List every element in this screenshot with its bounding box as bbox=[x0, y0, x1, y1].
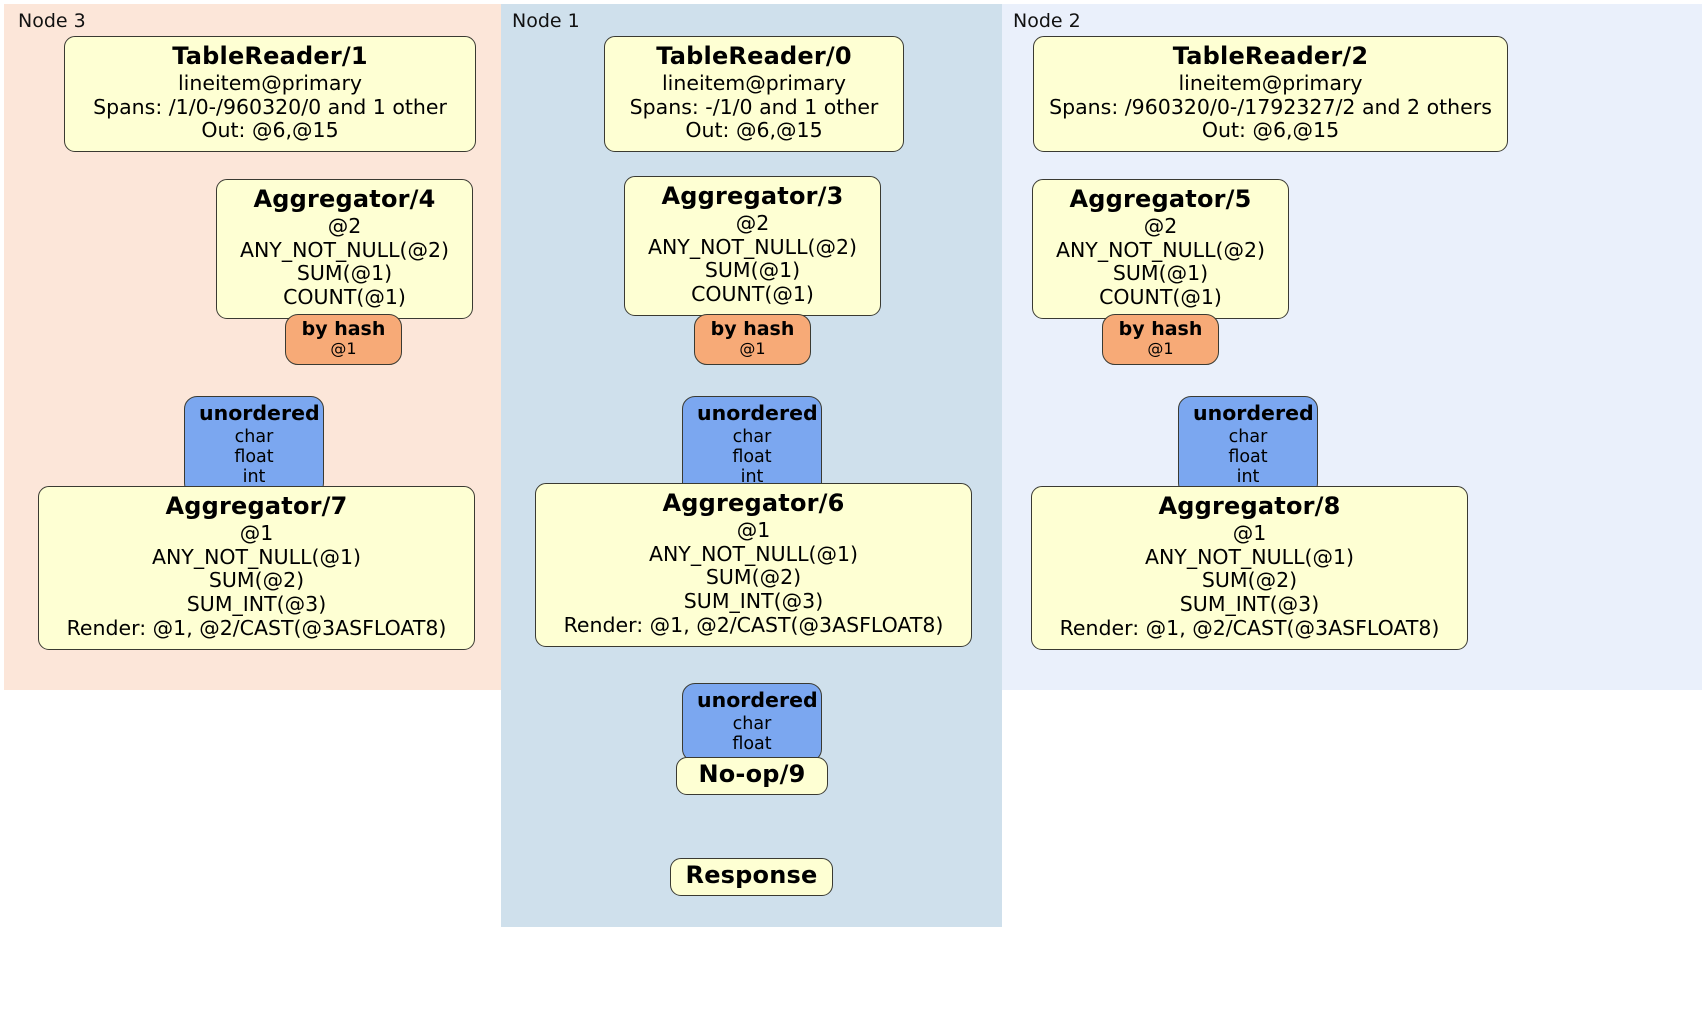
processor-title: TableReader/2 bbox=[1172, 42, 1369, 70]
processor-aggregator-3[interactable]: Aggregator/3 @2 ANY_NOT_NULL(@2) SUM(@1)… bbox=[624, 176, 881, 316]
processor-title: No-op/9 bbox=[698, 760, 806, 788]
inbox-line: float bbox=[732, 734, 772, 755]
inbox-line: char bbox=[732, 713, 772, 734]
processor-aggregator-5[interactable]: Aggregator/5 @2 ANY_NOT_NULL(@2) SUM(@1)… bbox=[1032, 179, 1289, 319]
node-panel-label-node1: Node 1 bbox=[512, 10, 580, 32]
processor-line: Render: @1, @2/CAST(@3ASFLOAT8) bbox=[1059, 615, 1440, 640]
processor-title: Aggregator/6 bbox=[662, 489, 845, 517]
inbox-unordered-node3[interactable]: unordered char float int bbox=[184, 396, 324, 496]
processor-line: @1 bbox=[736, 517, 771, 542]
processor-no-op-9[interactable]: No-op/9 bbox=[676, 757, 828, 795]
processor-title: Aggregator/3 bbox=[661, 182, 844, 210]
processor-line: @1 bbox=[1232, 520, 1267, 545]
processor-line: Render: @1, @2/CAST(@3ASFLOAT8) bbox=[66, 615, 447, 640]
inbox-line: int bbox=[242, 467, 266, 488]
inbox-line: float bbox=[732, 447, 772, 468]
processor-line: COUNT(@1) bbox=[283, 285, 406, 310]
router-line: @1 bbox=[739, 339, 766, 359]
processor-line: lineitem@primary bbox=[177, 70, 363, 95]
processor-table-reader-2[interactable]: TableReader/2 lineitem@primary Spans: /9… bbox=[1033, 36, 1508, 153]
processor-line: ANY_NOT_NULL(@2) bbox=[647, 234, 858, 259]
processor-line: Spans: /960320/0-/1792327/2 and 2 others bbox=[1049, 94, 1492, 119]
inbox-line: float bbox=[1228, 447, 1268, 468]
processor-line: @2 bbox=[1143, 213, 1178, 238]
router-title: by hash bbox=[301, 318, 386, 340]
inbox-title: unordered bbox=[697, 401, 818, 425]
processor-line: Out: @6,@15 bbox=[685, 118, 823, 143]
processor-line: ANY_NOT_NULL(@1) bbox=[648, 541, 859, 566]
processor-line: Out: @6,@15 bbox=[201, 118, 339, 143]
router-title: by hash bbox=[1118, 318, 1203, 340]
inbox-line: int bbox=[1236, 467, 1260, 488]
processor-title: Aggregator/7 bbox=[165, 492, 348, 520]
processor-table-reader-0[interactable]: TableReader/0 lineitem@primary Spans: -/… bbox=[604, 36, 904, 153]
processor-line: SUM(@1) bbox=[704, 258, 801, 283]
inbox-title: unordered bbox=[1193, 401, 1314, 425]
processor-line: lineitem@primary bbox=[1178, 70, 1363, 95]
processor-line: Spans: -/1/0 and 1 other bbox=[629, 94, 879, 119]
processor-line: SUM_INT(@3) bbox=[186, 592, 327, 617]
processor-title: Response bbox=[685, 861, 818, 889]
processor-line: Spans: /1/0-/960320/0 and 1 other bbox=[93, 94, 447, 119]
processor-line: ANY_NOT_NULL(@1) bbox=[1144, 544, 1355, 569]
processor-line: COUNT(@1) bbox=[1099, 285, 1222, 310]
processor-line: lineitem@primary bbox=[661, 70, 847, 95]
processor-line: @2 bbox=[735, 210, 770, 235]
processor-title: TableReader/0 bbox=[656, 42, 852, 70]
processor-aggregator-7[interactable]: Aggregator/7 @1 ANY_NOT_NULL(@1) SUM(@2)… bbox=[38, 486, 475, 650]
processor-line: SUM_INT(@3) bbox=[683, 589, 824, 614]
processor-title: TableReader/1 bbox=[172, 42, 368, 70]
processor-line: @2 bbox=[327, 213, 362, 238]
processor-line: Render: @1, @2/CAST(@3ASFLOAT8) bbox=[563, 612, 944, 637]
processor-aggregator-8[interactable]: Aggregator/8 @1 ANY_NOT_NULL(@1) SUM(@2)… bbox=[1031, 486, 1468, 650]
processor-title: Aggregator/8 bbox=[1158, 492, 1341, 520]
inbox-line: char bbox=[234, 426, 274, 447]
inbox-line: char bbox=[1228, 426, 1268, 447]
processor-line: COUNT(@1) bbox=[691, 282, 814, 307]
processor-response[interactable]: Response bbox=[670, 858, 833, 896]
processor-line: ANY_NOT_NULL(@2) bbox=[239, 237, 450, 262]
router-line: @1 bbox=[1147, 339, 1174, 359]
node-panel-label-node3: Node 3 bbox=[18, 10, 86, 32]
inbox-unordered-node1[interactable]: unordered char float int bbox=[682, 396, 822, 496]
processor-line: SUM(@1) bbox=[1112, 261, 1209, 286]
processor-line: ANY_NOT_NULL(@1) bbox=[151, 544, 362, 569]
processor-title: Aggregator/5 bbox=[1069, 185, 1252, 213]
router-by-hash-node1[interactable]: by hash @1 bbox=[694, 314, 811, 365]
processor-line: SUM(@2) bbox=[1201, 568, 1298, 593]
inbox-title: unordered bbox=[199, 401, 320, 425]
router-by-hash-node3[interactable]: by hash @1 bbox=[285, 314, 402, 365]
processor-line: SUM(@2) bbox=[208, 568, 305, 593]
processor-aggregator-6[interactable]: Aggregator/6 @1 ANY_NOT_NULL(@1) SUM(@2)… bbox=[535, 483, 972, 647]
inbox-line: float bbox=[234, 447, 274, 468]
processor-line: @1 bbox=[239, 520, 274, 545]
inbox-unordered-final[interactable]: unordered char float bbox=[682, 683, 822, 763]
node-panel-label-node2: Node 2 bbox=[1013, 10, 1081, 32]
inbox-title: unordered bbox=[697, 688, 818, 712]
router-line: @1 bbox=[330, 339, 357, 359]
router-title: by hash bbox=[710, 318, 795, 340]
inbox-line: int bbox=[740, 467, 764, 488]
processor-line: SUM(@1) bbox=[296, 261, 393, 286]
inbox-line: char bbox=[732, 426, 772, 447]
router-by-hash-node2[interactable]: by hash @1 bbox=[1102, 314, 1219, 365]
processor-line: Out: @6,@15 bbox=[1201, 118, 1340, 143]
processor-line: ANY_NOT_NULL(@2) bbox=[1055, 237, 1266, 262]
processor-line: SUM(@2) bbox=[705, 565, 802, 590]
processor-aggregator-4[interactable]: Aggregator/4 @2 ANY_NOT_NULL(@2) SUM(@1)… bbox=[216, 179, 473, 319]
processor-table-reader-1[interactable]: TableReader/1 lineitem@primary Spans: /1… bbox=[64, 36, 476, 153]
inbox-unordered-node2[interactable]: unordered char float int bbox=[1178, 396, 1318, 496]
processor-line: SUM_INT(@3) bbox=[1179, 592, 1320, 617]
processor-title: Aggregator/4 bbox=[253, 185, 436, 213]
